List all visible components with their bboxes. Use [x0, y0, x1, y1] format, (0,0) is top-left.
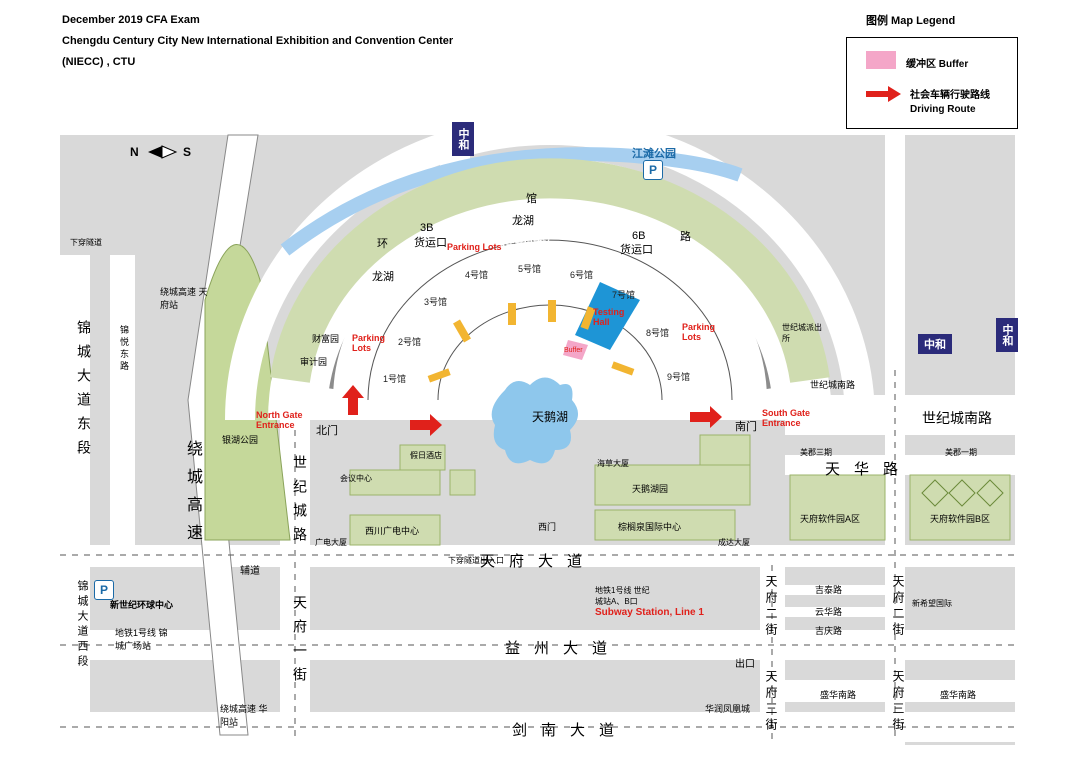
north-gate-label: North Gate Entrance — [256, 410, 303, 430]
hall-9: 9号馆 — [667, 372, 691, 382]
jincheng-east-road: 锦城大道东段 — [76, 320, 92, 464]
longhu-label: 龙湖 — [512, 215, 534, 227]
century-city-south-road: 世纪城南路 — [922, 410, 992, 426]
software-a-label: 天府软件园A区 — [800, 514, 861, 524]
parking-lots-left: Parking Lots — [352, 333, 386, 353]
metro-jincheng-label: 地铁1号线 锦城广场站 — [115, 628, 168, 651]
subway-cn-label: 地铁1号线 世纪城站A、B口 — [595, 586, 650, 606]
software-b-label: 天府软件园B区 — [930, 514, 991, 524]
buffer-swatch — [866, 51, 896, 69]
underpass-label: 下穿隧道 — [70, 238, 102, 247]
century-city-south-road-2: 世纪城南路 — [810, 380, 856, 390]
jiangtan-park-label: 江滩公园 — [632, 148, 676, 160]
raocheng-highway: 绕城高速 — [184, 440, 201, 552]
fortune-park-label: 财富园 — [312, 334, 340, 344]
jitai-road: 吉泰路 — [815, 585, 843, 595]
lu-label: 路 — [680, 231, 691, 243]
hall-6: 6号馆 — [570, 270, 594, 280]
hall-7: 7号馆 — [612, 290, 636, 300]
testing-hall-label: Testing Hall — [593, 307, 625, 327]
hall-5: 5号馆 — [518, 264, 542, 274]
exit-label: 出口 — [735, 659, 755, 670]
haibao-tower-label: 海草大厦 — [597, 459, 629, 468]
xinxiwang-label: 新希望国际 — [912, 599, 952, 608]
tianfu-avenue: 天府大道 — [480, 553, 597, 570]
parking-lots-right: Parking Lots — [682, 322, 716, 342]
tianfu-road-2: 天府二街 — [764, 575, 778, 639]
hall-8: 8号馆 — [646, 328, 670, 338]
cargo-3b: 3B — [420, 222, 434, 234]
longhu-label-2: 龙湖 — [372, 271, 394, 283]
subway-en-label: Subway Station, Line 1 — [595, 607, 704, 618]
parking-icon: P — [643, 160, 663, 180]
meilang-label: 美郡一期 — [945, 448, 977, 457]
south-gate-cn: 南门 — [735, 421, 757, 433]
shenghua-south-road: 盛华南路 — [820, 690, 857, 700]
zhonghe-direction-sign: 中和 — [452, 122, 474, 156]
west-gate-cn: 西门 — [538, 522, 557, 532]
tianfu-street: 天府一街 — [292, 595, 308, 691]
tianehu-lake-label: 天鹅湖 — [532, 410, 569, 424]
route-arrow-icon — [866, 86, 901, 102]
zhonghe-direction-sign-2: 中和 — [918, 334, 952, 354]
fudao-road: 辅道 — [240, 566, 260, 577]
cargo-6b: 6B — [632, 230, 646, 242]
guan-label: 馆 — [526, 193, 537, 205]
jinyue-east-label: 锦悦东路 — [119, 325, 129, 373]
buffer-label: Buffer — [564, 347, 583, 354]
jiqing-road: 吉庆路 — [815, 626, 843, 636]
hall-2: 2号馆 — [398, 337, 422, 347]
police-station-label: 世纪城派出所 — [782, 323, 822, 343]
legend-driving-en: Driving Route — [910, 104, 976, 115]
shenghua-south-road-2: 盛华南路 — [940, 690, 977, 700]
xichuan-tv-label: 西川广电中心 — [365, 526, 420, 536]
century-city-road: 世纪城路 — [292, 455, 308, 551]
underpass-exit-label: 下穿隧道出入口 — [448, 556, 504, 565]
tianhua-road: 天华路 — [825, 461, 913, 478]
header-line-2: Chengdu Century City New International E… — [62, 35, 454, 47]
meilang3-label: 美郡三期 — [800, 448, 832, 457]
compass-s: S — [183, 145, 192, 159]
hall-3: 3号馆 — [424, 297, 448, 307]
tianehu-garden-label: 天鹅湖园 — [632, 484, 669, 494]
jiannan-avenue: 剑南大道 — [512, 722, 629, 739]
new-century-label: 新世纪环球中心 — [110, 600, 174, 610]
jianguo-intl-label: 棕榈泉国际中心 — [618, 522, 682, 532]
audit-park-label: 审计园 — [300, 357, 328, 367]
legend-driving-cn: 社会车辆行驶路线 — [910, 90, 990, 101]
header-line-1: December 2019 CFA Exam — [62, 14, 200, 26]
parking-icon-2: P — [94, 580, 114, 600]
raocheng-tianfu-label: 绕城高速 天府站 — [160, 287, 208, 310]
hall-1: 1号馆 — [383, 374, 407, 384]
legend-buffer-label: 缓冲区 Buffer — [906, 59, 969, 70]
jincheng-west-road: 锦城大道西段 — [76, 580, 88, 670]
yinhu-park-label: 银湖公园 — [222, 435, 259, 445]
guangdian-tower-label: 广电大厦 — [315, 538, 347, 547]
cargo-6b-label: 货运口 — [620, 244, 653, 256]
hotel-label: 假日酒店 — [410, 451, 442, 460]
yunhua-road: 云华路 — [815, 607, 843, 617]
cargo-3b-label: 货运口 — [414, 237, 447, 249]
conference-center-label: 会议中心 — [340, 474, 372, 483]
compass-n: N — [130, 145, 139, 159]
raocheng-huayang-label: 绕城高速 华阳站 — [220, 704, 268, 727]
tianfu-road-3: 天府三街 — [764, 670, 778, 734]
zhonghe-direction-sign-3: 中和 — [996, 318, 1018, 352]
header-line-3: (NIECC) , CTU — [62, 56, 136, 68]
huarun-label: 华润凤凰城 — [705, 704, 751, 714]
north-gate-cn: 北门 — [316, 425, 338, 437]
tianfu-road-5: 天府三街 — [891, 670, 905, 734]
parking-zone-label: 参会车辆停放区 — [488, 238, 552, 248]
yizhou-avenue: 益州大道 — [505, 640, 622, 657]
hall-4: 4号馆 — [465, 270, 489, 280]
huan-label: 环 — [377, 238, 388, 250]
south-gate-label: South Gate Entrance — [762, 408, 811, 428]
legend-title: 图例 Map Legend — [866, 15, 956, 27]
chengda-tower-label: 成达大厦 — [718, 538, 750, 547]
tianfu-road-4: 天府二街 — [891, 575, 905, 639]
parking-lots-top: Parking Lots — [447, 242, 502, 252]
